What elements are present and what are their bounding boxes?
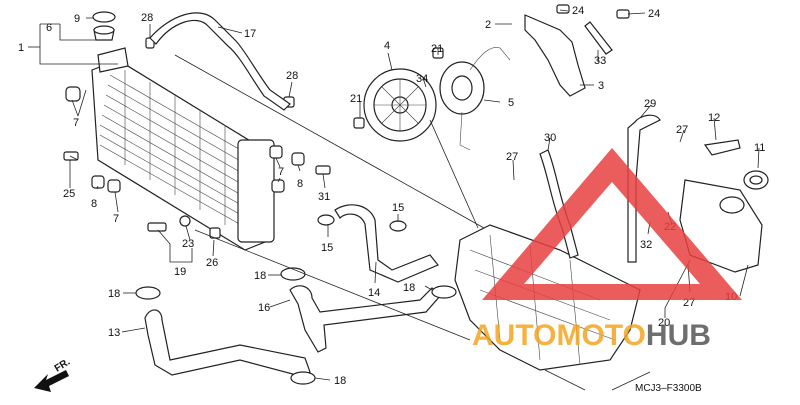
watermark-hub: HUB xyxy=(646,319,711,352)
watermark-text-auto: AUTOMOTOHUB xyxy=(472,319,711,352)
callout-34: 34 xyxy=(416,73,428,85)
callout-23: 23 xyxy=(182,238,194,250)
watermark-auto: AUTO xyxy=(472,319,556,352)
callout-19: 19 xyxy=(174,266,186,278)
callout-31: 31 xyxy=(318,191,330,203)
callout-9: 9 xyxy=(74,13,80,25)
radiator-cap xyxy=(92,11,116,41)
callout-24a: 24 xyxy=(572,5,584,17)
callout-14: 14 xyxy=(368,287,380,299)
callout-7a: 7 xyxy=(73,117,79,129)
callout-8a: 8 xyxy=(91,198,97,210)
hose-14 xyxy=(334,204,439,283)
callout-27a: 27 xyxy=(676,124,688,136)
hose-16 xyxy=(289,285,441,353)
callout-24b: 24 xyxy=(648,8,660,20)
hose-13 xyxy=(144,309,311,377)
callout-6: 6 xyxy=(46,22,52,34)
callout-18b: 18 xyxy=(254,270,266,282)
callout-12: 12 xyxy=(708,112,720,124)
callout-33: 33 xyxy=(594,55,606,67)
direction-arrow: FR. xyxy=(34,357,72,392)
callout-18d: 18 xyxy=(334,375,346,387)
callout-18a: 18 xyxy=(108,288,120,300)
callout-2: 2 xyxy=(485,19,491,31)
callout-26: 26 xyxy=(206,257,218,269)
callout-16: 16 xyxy=(258,302,270,314)
callout-5: 5 xyxy=(508,97,514,109)
callout-4: 4 xyxy=(384,40,390,52)
callout-8b: 8 xyxy=(297,178,303,190)
callout-15a: 15 xyxy=(321,242,333,254)
callout-20: 20 xyxy=(658,317,670,329)
upper-hose xyxy=(149,12,291,111)
callout-21b: 21 xyxy=(431,43,443,55)
hose-29 xyxy=(627,114,661,263)
callout-7c: 7 xyxy=(278,166,284,178)
callout-13: 13 xyxy=(108,327,120,339)
direction-label: FR. xyxy=(53,357,73,375)
callout-32: 32 xyxy=(640,239,652,251)
fan-motor xyxy=(439,47,511,151)
callout-17: 17 xyxy=(244,28,256,40)
callout-11: 11 xyxy=(754,142,765,154)
diagram-code: MCJ3–F3300B xyxy=(635,383,702,394)
radiator xyxy=(91,47,275,251)
callout-29: 29 xyxy=(644,98,656,110)
leader-lines xyxy=(28,9,760,391)
callout-18c: 18 xyxy=(403,282,415,294)
reserve-tank xyxy=(679,139,769,273)
callout-30: 30 xyxy=(544,132,556,144)
fan-bracket xyxy=(524,14,586,97)
callout-28b: 28 xyxy=(286,70,298,82)
callout-27b: 27 xyxy=(506,151,518,163)
watermark-triangle-icon xyxy=(482,148,742,300)
watermark: AUTOMOTOHUB xyxy=(472,148,742,352)
callout-7b: 7 xyxy=(113,213,119,225)
callout-1: 1 xyxy=(18,42,24,54)
callout-15b: 15 xyxy=(392,202,404,214)
callout-3: 3 xyxy=(598,80,604,92)
callout-labels: 1 2 3 4 5 6 7 7 7 8 8 9 10 11 12 13 14 1… xyxy=(18,5,765,387)
fan-shroud xyxy=(363,68,437,142)
callout-28a: 28 xyxy=(141,12,153,24)
callout-21a: 21 xyxy=(350,93,362,105)
stay-33 xyxy=(584,21,613,55)
callout-25: 25 xyxy=(63,188,75,200)
watermark-moto: MOTO xyxy=(556,319,645,352)
